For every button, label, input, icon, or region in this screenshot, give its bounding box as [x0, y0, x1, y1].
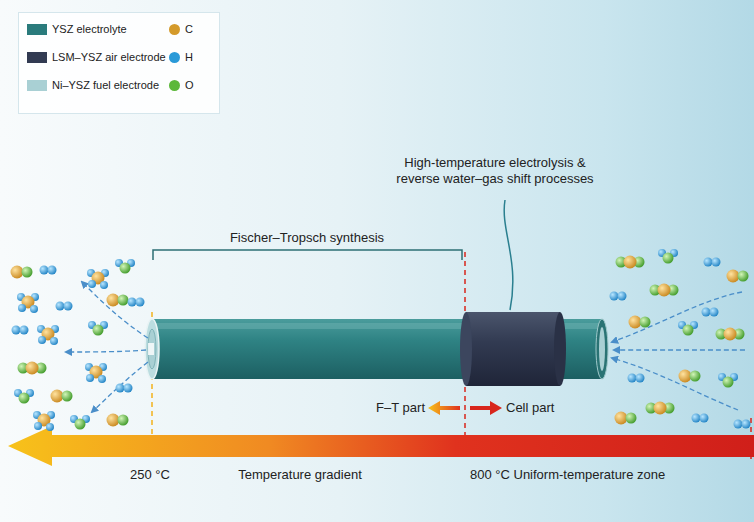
atom	[118, 295, 129, 306]
atom	[663, 253, 674, 264]
legend-swatch	[169, 80, 180, 91]
atom	[618, 292, 627, 301]
atom	[75, 419, 86, 430]
atom	[658, 284, 671, 297]
atom	[624, 256, 637, 269]
legend-text: C	[185, 23, 193, 35]
atom	[20, 326, 29, 335]
temperature-arrow	[8, 426, 754, 466]
atom	[50, 337, 58, 345]
atom	[628, 374, 637, 383]
molecules	[11, 249, 751, 431]
legend-swatch	[27, 80, 47, 91]
leader-line	[504, 200, 513, 310]
atom	[118, 415, 129, 426]
atom	[12, 326, 21, 335]
legend-swatch	[169, 52, 180, 63]
legend-text: O	[185, 79, 194, 91]
atom	[34, 422, 42, 430]
atom	[704, 258, 713, 267]
atom	[46, 423, 54, 431]
callout-text: High-temperature electrolysis & reverse …	[381, 155, 609, 186]
atom	[640, 317, 651, 328]
legend-text: H	[185, 51, 193, 63]
label: Fischer–Tropsch synthesis	[230, 230, 384, 246]
atom	[738, 271, 749, 282]
label: Temperature gradient	[238, 467, 362, 483]
atom	[710, 308, 719, 317]
legend-item: H	[169, 51, 193, 63]
atom	[683, 325, 694, 336]
atom	[724, 328, 737, 341]
atom	[128, 298, 137, 307]
legend-box: YSZ electrolyteLSM–YSZ air electrodeNi–Y…	[18, 12, 220, 114]
legend-item: O	[169, 79, 194, 91]
atom	[626, 413, 637, 424]
atom	[700, 414, 709, 423]
legend-item: Ni–YSZ fuel electrode	[27, 79, 159, 91]
atom	[116, 384, 125, 393]
atom	[723, 377, 734, 388]
atom	[742, 420, 751, 429]
atom	[86, 374, 94, 382]
atom	[734, 420, 743, 429]
atom	[690, 371, 701, 382]
legend-item: YSZ electrolyte	[27, 23, 127, 35]
atom	[19, 393, 30, 404]
direction-arrow	[470, 401, 502, 415]
atom	[56, 302, 65, 311]
atom	[30, 305, 38, 313]
atom	[636, 374, 645, 383]
atom	[62, 391, 73, 402]
atom	[702, 308, 711, 317]
atom	[120, 263, 131, 274]
label: 250 °C	[130, 467, 170, 483]
label: 800 °C Uniform-temperature zone	[470, 467, 665, 483]
label: Cell part	[506, 400, 554, 416]
atom	[38, 336, 46, 344]
legend-item: C	[169, 23, 193, 35]
atom	[93, 325, 104, 336]
atom	[48, 266, 57, 275]
atom	[136, 298, 145, 307]
atom	[124, 384, 133, 393]
legend-text: Ni–YSZ fuel electrode	[52, 79, 159, 91]
atom	[64, 302, 73, 311]
atom	[610, 292, 619, 301]
atom	[692, 414, 701, 423]
legend-item: LSM–YSZ air electrode	[27, 51, 166, 63]
tube	[145, 312, 608, 386]
bracket	[153, 250, 462, 260]
atom	[654, 402, 667, 415]
atom	[88, 280, 96, 288]
direction-arrow	[428, 401, 460, 415]
atom	[22, 267, 33, 278]
atom	[26, 362, 39, 375]
atom	[712, 258, 721, 267]
label: F–T part	[376, 400, 425, 416]
atom	[40, 266, 49, 275]
legend-swatch	[27, 52, 47, 63]
atom	[98, 375, 106, 383]
legend-swatch	[27, 24, 47, 35]
flow-arrows	[66, 282, 745, 412]
legend-text: YSZ electrolyte	[52, 23, 127, 35]
atom	[100, 281, 108, 289]
legend-text: LSM–YSZ air electrode	[52, 51, 166, 63]
legend-swatch	[169, 24, 180, 35]
atom	[18, 304, 26, 312]
